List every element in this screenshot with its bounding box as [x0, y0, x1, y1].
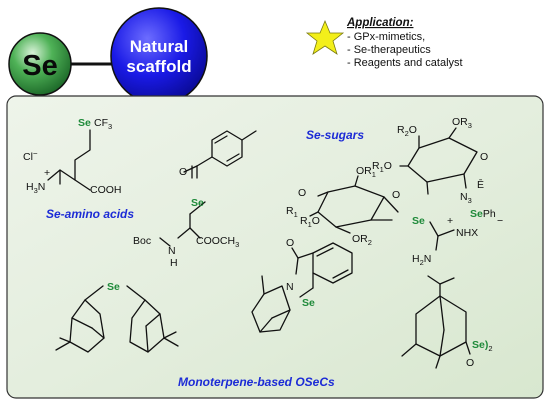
svg-text:H2N: H2N	[412, 253, 431, 267]
application-item-2: - Se-therapeutics	[347, 44, 431, 56]
svg-text:OR3: OR3	[452, 116, 472, 130]
structure-seph-glycoside: R2O OR3 O R1O N3 Ē SePh	[372, 116, 496, 220]
heading-se-sugars: Se-sugars	[306, 128, 364, 142]
structure-camphor-diselenide: O Se)2	[401, 275, 493, 369]
heading-se-amino-acids: Se-amino acids	[46, 207, 134, 221]
structure-bis-pinene-selenide: Se	[55, 281, 179, 353]
selenium-sphere	[8, 32, 72, 96]
svg-text:Se: Se	[78, 117, 91, 129]
svg-text:H3N: H3N	[26, 181, 45, 195]
scaffold-label-line2: scaffold	[126, 57, 191, 76]
svg-text:Se: Se	[302, 297, 315, 309]
structure-boc-selenoester: O Se Boc N H COOCH3	[133, 130, 257, 269]
svg-text:N: N	[168, 245, 176, 257]
heading-monoterpene-osecs: Monoterpene-based OSeCs	[178, 375, 335, 389]
svg-text:+: +	[447, 215, 453, 227]
svg-text:O: O	[179, 166, 187, 178]
svg-text:R1O: R1O	[300, 215, 320, 229]
svg-text:R1: R1	[286, 205, 298, 219]
svg-text:Boc: Boc	[133, 235, 151, 247]
structure-selenoisouronium-glycoside: OR1 O R1 R1O O OR2 Se + − NHX H2N	[286, 165, 503, 267]
application-item-3: - Reagents and catalyst	[347, 57, 463, 69]
selenium-symbol: Se	[22, 50, 57, 82]
svg-text:N: N	[286, 281, 294, 293]
svg-text:OR1: OR1	[356, 165, 376, 179]
svg-text:OR2: OR2	[352, 233, 372, 247]
structure-pinanyl-benzisoselenazolone: O N Se	[251, 237, 353, 333]
star-icon	[305, 19, 345, 55]
svg-text:Ē: Ē	[477, 179, 484, 191]
svg-text:R1O: R1O	[372, 160, 392, 174]
svg-text:N3: N3	[460, 191, 472, 205]
svg-text:SePh: SePh	[470, 208, 496, 220]
svg-text:COOH: COOH	[90, 184, 122, 196]
application-item-1: - GPx-mimetics,	[347, 31, 425, 43]
svg-text:O: O	[286, 237, 294, 249]
svg-text:Cl−: Cl−	[23, 149, 38, 163]
svg-text:CF3: CF3	[94, 117, 112, 131]
svg-text:NHX: NHX	[456, 227, 478, 239]
svg-text:COOCH3: COOCH3	[196, 235, 239, 249]
svg-text:O: O	[466, 357, 474, 369]
svg-text:Se: Se	[191, 197, 204, 209]
svg-text:R2O: R2O	[397, 124, 417, 138]
structure-secf3-amino-acid: Se CF3 Cl− + H3N COOH	[23, 117, 122, 196]
compounds-panel	[6, 95, 544, 399]
svg-text:H: H	[170, 257, 178, 269]
svg-text:Se: Se	[107, 281, 120, 293]
svg-text:O: O	[298, 187, 306, 199]
svg-text:Se)2: Se)2	[472, 339, 493, 353]
svg-text:−: −	[497, 215, 503, 227]
svg-text:O: O	[392, 189, 400, 201]
svg-text:O: O	[480, 151, 488, 163]
natural-scaffold-sphere	[110, 7, 208, 105]
application-title: Application:	[346, 17, 414, 29]
svg-text:Se: Se	[412, 215, 425, 227]
scaffold-label-line1: Natural	[130, 37, 189, 56]
svg-text:+: +	[44, 167, 50, 179]
